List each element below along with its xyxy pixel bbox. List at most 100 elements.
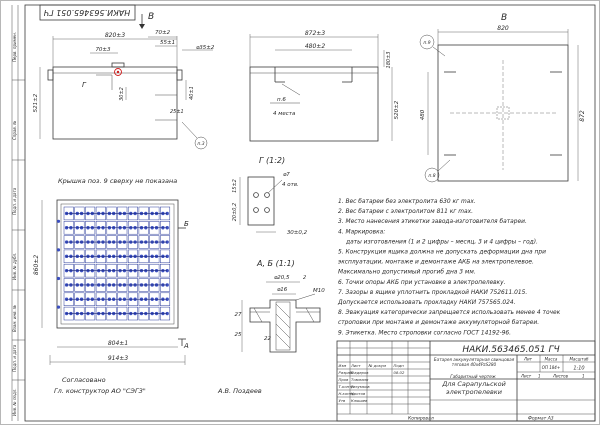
title-block-copied: Копировал xyxy=(408,416,434,422)
label-location-circle xyxy=(114,68,122,76)
detail-g-dim-20: 20±0,2 xyxy=(232,203,238,222)
terminal-marker xyxy=(56,219,61,223)
plan-dim-804: 804±1 xyxy=(108,340,128,347)
side-view: 872±3 480±2 520±2 180±3 п.6 4 места xyxy=(249,30,400,142)
section-marker-b: Б xyxy=(184,220,189,228)
title-block-cell: Томилин xyxy=(351,377,369,382)
top-view-label: В xyxy=(501,13,507,23)
strip-label-e: Взам. инв. № xyxy=(12,305,17,332)
note-line: 5. Конструкция ящика должна не допускать… xyxy=(338,250,546,256)
title-block-sheet-label: Лист xyxy=(520,374,532,379)
title-block-product-name: Батарея аккумуляторная свинцовая тяговая… xyxy=(433,357,515,367)
title-block-cell: Клюшев xyxy=(351,398,368,403)
front-dim-40: 40±1 xyxy=(189,86,195,100)
section-dim-2: 2 xyxy=(303,275,306,281)
section-dim-m10: М10 xyxy=(313,288,325,294)
title-block-cell: № докум xyxy=(368,363,387,368)
section-ab-title: А, Б (1:1) xyxy=(256,259,295,268)
side-dim-height: 520±2 xyxy=(394,100,400,119)
front-dim-hole: ⌀35±2 xyxy=(196,45,215,51)
side-dim-top: 180±3 xyxy=(386,52,392,69)
designation-rotated: НАКИ.563465.051 ГЧ xyxy=(43,8,130,17)
strip-label-a: Перв. примен. xyxy=(12,32,17,62)
title-block-mass-value: ОП 184+ xyxy=(542,365,560,370)
note-line: 9. Этикетка. Место строповки согласно ГО… xyxy=(338,330,511,336)
approval-agreed: Согласовано xyxy=(62,376,106,384)
section-dim-inner: ⌀16 xyxy=(277,287,288,293)
note-line: 7. Зазоры в ящике уплотнить прокладкой Н… xyxy=(338,290,527,296)
note-line: эксплуатации, монтаже и демонтаже АКБ на… xyxy=(338,260,534,266)
front-view: 820±3 70±3 70±2 55±1 ⌀35±2 521±2 40±1 30… xyxy=(33,30,215,150)
title-block-format: Формат А3 xyxy=(528,416,554,422)
side-note-6: п.6 xyxy=(277,97,286,103)
terminal-marker xyxy=(56,248,61,252)
title-block-col-mass: Масса xyxy=(545,357,558,362)
note-line: 1. Вес батареи без электролита 630 кг ma… xyxy=(338,199,476,205)
title-block-sheets-num: 1 xyxy=(582,374,585,379)
section-dim-22: 22 xyxy=(264,336,271,342)
callout-3: п.3 xyxy=(197,141,204,147)
side-note-6-text: 4 места xyxy=(273,111,296,117)
plan-outline xyxy=(56,199,179,329)
title-block-cell: Разумков xyxy=(351,384,370,389)
title-block-col-scale: Масштаб xyxy=(569,357,589,362)
strip-label-c: Подп. и дата xyxy=(12,187,17,215)
title-block-cell: Подп xyxy=(394,363,405,368)
detail-g-dim-15: 15±2 xyxy=(232,179,238,193)
view-arrow-b: В xyxy=(139,12,154,29)
title-block-cell: Изм xyxy=(339,363,347,368)
top-dim-height: 872 xyxy=(579,110,586,122)
title-block-cell: Фадеров xyxy=(351,370,369,375)
note-line: даты изготовления (1 и 2 цифры – месяц, … xyxy=(345,239,538,245)
terminal-marker xyxy=(56,305,61,309)
title-block-designation: НАКИ.563465.051 ГЧ xyxy=(462,345,559,355)
note-line: строповки при монтаже и демонтаже аккуму… xyxy=(338,320,539,326)
note-line: 4. Маркировка: xyxy=(338,229,385,235)
top-body xyxy=(437,44,569,182)
title-block-sheet-num: 1 xyxy=(538,374,541,379)
note-line: Допускается использовать прокладку НАКИ … xyxy=(337,300,516,306)
title-block-customer: Для Сарапульской электропелевки xyxy=(442,380,506,396)
strip-label-b: Справ. № xyxy=(12,121,17,140)
plan-dim-860: 860±2 xyxy=(33,255,40,275)
top-view: В 820 872 480 п.9 п.8 xyxy=(419,13,586,183)
front-dim-c: 55±1 xyxy=(160,40,175,46)
top-dim-inner: 480 xyxy=(420,109,426,120)
front-label-g: Г xyxy=(82,81,87,89)
plan-dim-914: 914±3 xyxy=(108,355,128,362)
approval-role: Гл. конструктор АО "СЭГЗ" xyxy=(54,387,146,395)
battery-cells xyxy=(56,206,171,321)
title-block-cell: Разраб xyxy=(339,370,353,375)
detail-g-title: Г (1:2) xyxy=(259,156,285,165)
title-block-cell: Н.контр xyxy=(339,391,355,396)
detail-g-holes: 4 отв. xyxy=(282,182,299,188)
front-dim-overall: 820±3 xyxy=(105,32,125,39)
note-line: 3. Место нанесения этикетки завода-изгот… xyxy=(338,219,527,225)
lid-note: Крышка поз. 9 сверху не показана xyxy=(58,177,177,185)
detail-g-hole: ⌀7 xyxy=(283,172,290,178)
title-block-sheets-label: Листов xyxy=(552,374,569,379)
drawing-frame xyxy=(24,4,596,422)
title-block-col-lit: Лит xyxy=(523,357,533,362)
top-dim-width: 820 xyxy=(497,25,509,32)
title-block-cell: Пров xyxy=(339,377,350,382)
designation-stamp: НАКИ.563465.051 ГЧ xyxy=(39,4,136,21)
section-ab: А, Б (1:1) ⌀20,5 ⌀16 2 М10 27 25 22 xyxy=(235,259,325,353)
terminal-marker xyxy=(56,276,61,281)
section-dim-27: 27 xyxy=(235,312,242,318)
title-block-customer-box: Для Сарапульской электропелевки xyxy=(442,380,506,396)
strip-label-g: Инв. № подл. xyxy=(12,388,17,416)
section-marker-a: А xyxy=(183,342,189,350)
title-block-cell: Утв xyxy=(339,398,347,403)
plan-view: Б А 804±1 914±3 860±2 xyxy=(33,199,189,365)
detail-g: Г (1:2) ⌀7 4 отв. 15±2 20±0,2 30±0,2 xyxy=(232,156,308,236)
approval-name: А.В. Поздеев xyxy=(217,387,262,395)
section-dim-25: 25 xyxy=(235,332,242,338)
view-arrow-b-label: В xyxy=(148,12,154,22)
front-dim-a: 70±3 xyxy=(95,47,111,53)
note-line: Максимально допустимый прогиб дна 3 мм. xyxy=(338,270,476,276)
side-dim-width: 872±3 xyxy=(305,30,325,37)
